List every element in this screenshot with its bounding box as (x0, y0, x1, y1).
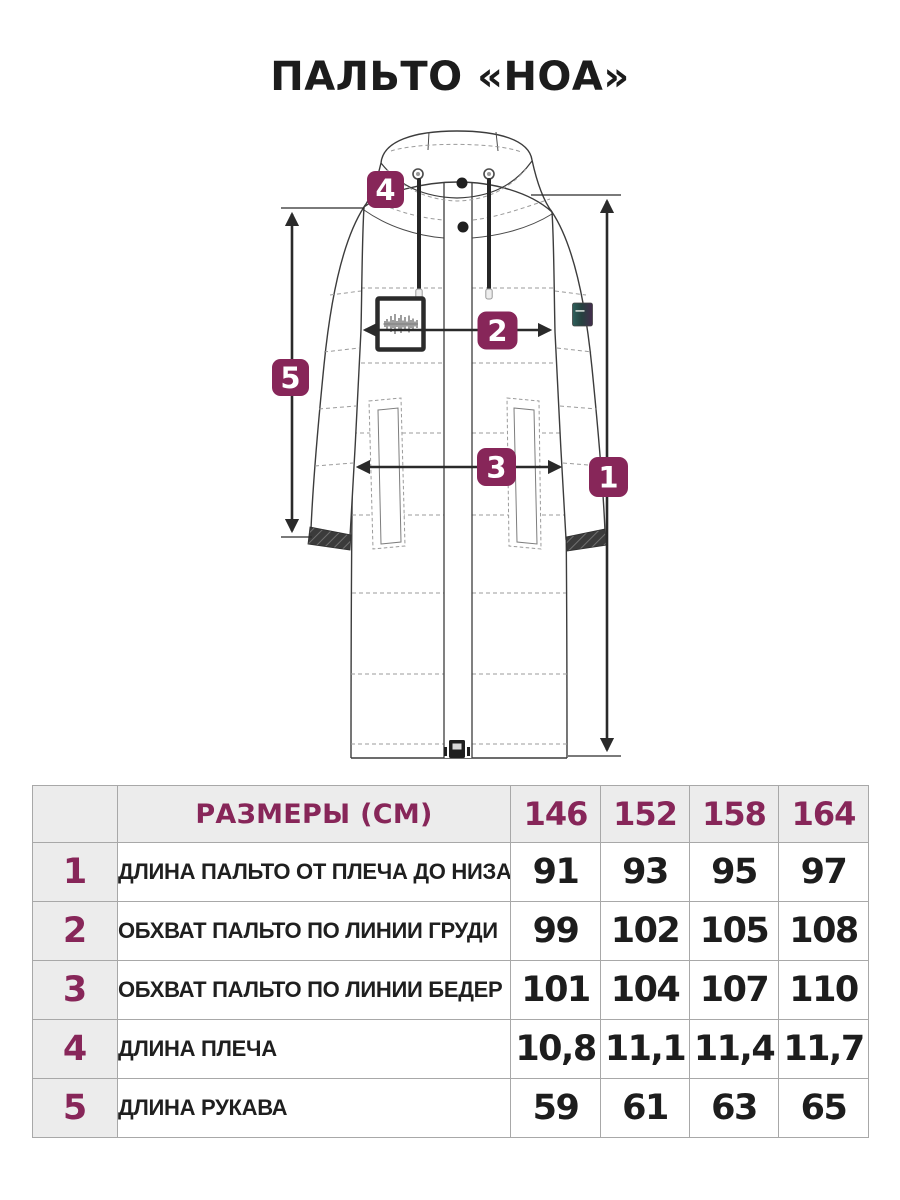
row-value: 108 (778, 901, 869, 961)
size-column-146: 146 (510, 785, 601, 843)
collar-yoke-seam (363, 209, 553, 239)
coat-measurement-diagram: 4 5 2 3 1 (272, 130, 628, 759)
page-title: ПАЛЬТО «НОА» (270, 54, 630, 100)
row-value: 11,1 (600, 1019, 690, 1079)
row-value: 99 (510, 901, 601, 961)
sizes-header-label: РАЗМЕРЫ (СМ) (117, 785, 511, 843)
badge-3: 3 (477, 448, 516, 486)
table-row: 1 ДЛИНА ПАЛЬТО ОТ ПЛЕЧА ДО НИЗА 91 93 95… (32, 842, 869, 902)
badge-2: 2 (477, 311, 518, 350)
row-value: 10,8 (510, 1019, 601, 1079)
row-value: 97 (778, 842, 869, 902)
row-value: 65 (778, 1078, 869, 1138)
size-column-164: 164 (778, 785, 869, 843)
hood (363, 130, 553, 221)
measurement-badges: 4 5 2 3 1 (272, 171, 628, 497)
size-column-158: 158 (689, 785, 779, 843)
table-header-row: РАЗМЕРЫ (СМ) 146 152 158 164 (32, 785, 869, 843)
row-value: 93 (600, 842, 690, 902)
row-value: 11,4 (689, 1019, 779, 1079)
table-row: 2 ОБХВАТ ПАЛЬТО ПО ЛИНИИ ГРУДИ 99 102 10… (32, 901, 869, 961)
row-number: 5 (32, 1078, 118, 1138)
row-value: 110 (778, 960, 869, 1020)
size-table-container: РАЗМЕРЫ (СМ) 146 152 158 164 1 ДЛИНА ПАЛ… (32, 785, 869, 1138)
svg-text:4: 4 (375, 173, 395, 207)
badge-4: 4 (367, 171, 404, 208)
left-cuff (307, 526, 352, 551)
svg-text:1: 1 (598, 461, 618, 495)
zipper-pull (444, 740, 470, 758)
table-row: 3 ОБХВАТ ПАЛЬТО ПО ЛИНИИ БЕДЕР 101 104 1… (32, 960, 869, 1020)
row-value: 102 (600, 901, 690, 961)
hood-drawcords (412, 168, 495, 300)
size-table: РАЗМЕРЫ (СМ) 146 152 158 164 1 ДЛИНА ПАЛ… (32, 785, 869, 1138)
row-value: 61 (600, 1078, 690, 1138)
row-label: ДЛИНА ПЛЕЧА (117, 1019, 511, 1079)
row-value: 95 (689, 842, 779, 902)
row-number: 4 (32, 1019, 118, 1079)
row-value: 91 (510, 842, 601, 902)
row-value: 59 (510, 1078, 601, 1138)
row-number: 2 (32, 901, 118, 961)
row-value: 104 (600, 960, 690, 1020)
svg-text:2: 2 (487, 314, 507, 348)
table-row: 4 ДЛИНА ПЛЕЧА 10,8 11,1 11,4 11,7 (32, 1019, 869, 1079)
row-value: 101 (510, 960, 601, 1020)
badge-1: 1 (589, 457, 628, 497)
row-value: 105 (689, 901, 779, 961)
row-value: 107 (689, 960, 779, 1020)
row-value: 11,7 (778, 1019, 869, 1079)
right-cord-toggle (485, 288, 493, 300)
badge-5: 5 (272, 359, 309, 396)
chest-logo-patch (375, 296, 426, 352)
snap-button-top (456, 177, 468, 189)
size-column-152: 152 (600, 785, 690, 843)
svg-text:3: 3 (486, 451, 506, 485)
right-sleeve (551, 209, 608, 552)
left-sleeve (307, 204, 365, 551)
front-placket (443, 150, 473, 758)
row-value: 63 (689, 1078, 779, 1138)
svg-text:5: 5 (280, 361, 300, 395)
snap-button-lower (457, 221, 469, 233)
row-number: 1 (32, 842, 118, 902)
row-label: ОБХВАТ ПАЛЬТО ПО ЛИНИИ БЕДЕР (117, 960, 511, 1020)
table-row: 5 ДЛИНА РУКАВА 59 61 63 65 (32, 1078, 869, 1138)
header-corner-cell (32, 785, 118, 843)
row-number: 3 (32, 960, 118, 1020)
left-welt-pocket (368, 397, 406, 550)
row-label: ОБХВАТ ПАЛЬТО ПО ЛИНИИ ГРУДИ (117, 901, 511, 961)
sleeve-brand-patch (572, 302, 593, 327)
row-label: ДЛИНА ПАЛЬТО ОТ ПЛЕЧА ДО НИЗА (117, 842, 511, 902)
row-label: ДЛИНА РУКАВА (117, 1078, 511, 1138)
